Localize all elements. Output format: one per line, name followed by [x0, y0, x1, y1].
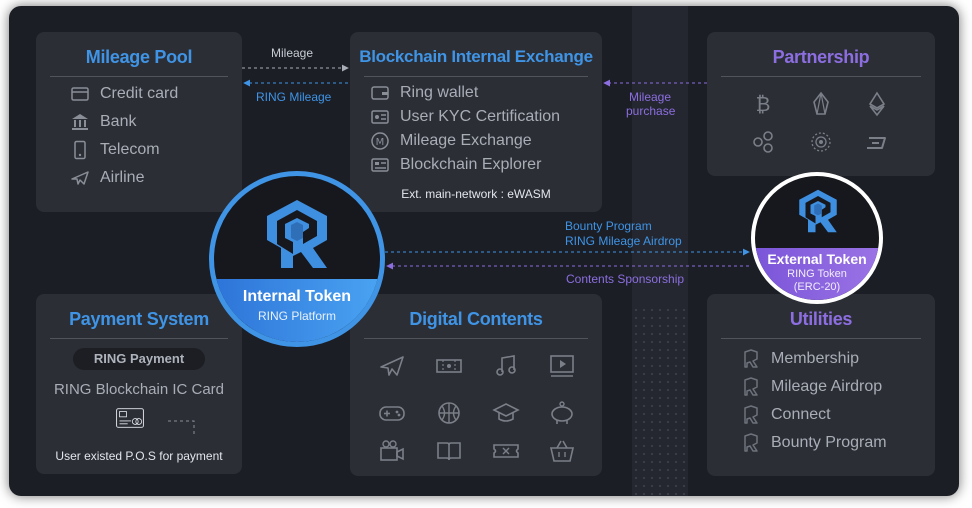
list-item-ring-wallet: Ring wallet	[370, 83, 478, 103]
diagram-frame: Mileage Pool Credit card Bank Telecom Ai…	[9, 6, 959, 496]
graduation-icon	[492, 399, 520, 427]
id-card-icon	[371, 110, 389, 124]
divider	[721, 76, 921, 77]
internal-token-title: Internal Token	[242, 288, 352, 305]
external-token-line2: (ERC-20)	[793, 281, 841, 293]
pos-connector	[168, 420, 195, 437]
basketball-icon	[435, 399, 463, 427]
payment-panel: Payment System RING Payment RING Blockch…	[36, 294, 242, 474]
list-item-connect: Connect	[741, 405, 831, 425]
ring-logo-icon	[744, 377, 758, 396]
list-item-mileage-exchange: M Mileage Exchange	[370, 131, 532, 151]
video-icon	[548, 352, 576, 380]
divider	[364, 338, 588, 339]
gamepad-icon	[378, 399, 406, 427]
divider	[364, 76, 588, 77]
pos-label: User existed P.O.S for payment	[55, 449, 223, 463]
bitcoin-icon: ₿	[749, 90, 777, 118]
divider	[50, 76, 228, 77]
flow-arrows	[242, 64, 750, 270]
list-item-membership: Membership	[741, 349, 859, 369]
list-item-kyc: User KYC Certification	[370, 107, 560, 127]
divider	[50, 338, 228, 339]
coupon-icon	[492, 437, 520, 465]
list-item-explorer: Blockchain Explorer	[370, 155, 541, 175]
divider	[721, 338, 921, 339]
ring-logo-icon	[799, 189, 837, 233]
mileage-purchase-label-1: Mileage	[629, 90, 672, 104]
music-icon	[492, 352, 520, 380]
cardano-icon	[807, 128, 835, 156]
partnership-panel: Partnership ₿	[707, 32, 935, 176]
airdrop-label: RING Mileage Airdrop	[565, 234, 682, 248]
ring-logo-icon	[267, 200, 327, 268]
internal-token-circle: Internal Token RING Platform	[209, 171, 385, 347]
background-dots	[632, 306, 688, 496]
wallet-icon	[371, 86, 389, 100]
exchange-note: Ext. main-network : eWASM	[401, 187, 551, 201]
explorer-icon	[371, 158, 389, 172]
ic-card-label: RING Blockchain IC Card	[53, 381, 225, 398]
coin-icon: M	[371, 132, 389, 150]
ic-card-icon	[116, 404, 164, 438]
svg-text:M: M	[376, 137, 385, 148]
ring-logo-icon	[744, 405, 758, 424]
ring-logo-icon	[744, 433, 758, 452]
exchange-panel: Blockchain Internal Exchange Ring wallet…	[350, 32, 602, 212]
camera-icon	[378, 437, 406, 465]
book-icon	[435, 437, 463, 465]
ethereum-icon	[863, 90, 891, 118]
sponsorship-label: Contents Sponsorship	[566, 272, 685, 286]
eos-icon	[807, 90, 835, 118]
list-item-mileage-airdrop: Mileage Airdrop	[741, 377, 882, 397]
mileage-label: Mileage	[271, 46, 314, 60]
ripple-icon	[749, 128, 777, 156]
bank-icon	[72, 114, 88, 130]
list-item-telecom: Telecom	[70, 140, 160, 160]
list-item-airline: Airline	[70, 168, 144, 188]
svg-text:₿: ₿	[756, 92, 771, 116]
ticket-icon	[435, 352, 463, 380]
external-token-band	[755, 248, 879, 300]
mileage-purchase-label-2: purchase	[626, 104, 676, 118]
mileage-pool-panel: Mileage Pool Credit card Bank Telecom Ai…	[36, 32, 242, 212]
piggybank-icon	[548, 399, 576, 427]
airplane-icon	[71, 171, 89, 185]
external-token-title: External Token	[767, 251, 867, 267]
external-token-line1: RING Token	[787, 268, 847, 280]
payment-title: Payment System	[69, 309, 209, 329]
credit-card-icon	[71, 87, 89, 101]
dash-icon	[863, 128, 891, 156]
ring-mileage-label: RING Mileage	[256, 90, 332, 104]
utilities-panel: Utilities Membership Mileage Airdrop Con…	[707, 294, 935, 476]
external-token-circle: External Token RING Token (ERC-20)	[751, 172, 883, 304]
digital-contents-title: Digital Contents	[409, 309, 543, 329]
ring-logo-icon	[744, 349, 758, 368]
ring-payment-pill: RING Payment	[73, 348, 205, 370]
bounty-label: Bounty Program	[565, 219, 652, 233]
phone-icon	[74, 140, 86, 160]
basket-icon	[548, 437, 576, 465]
utilities-title: Utilities	[789, 309, 853, 329]
internal-token-subtitle: RING Platform	[257, 309, 336, 323]
internal-token-band	[214, 279, 380, 342]
airplane-icon	[378, 352, 406, 380]
mileage-pool-title: Mileage Pool	[85, 47, 193, 67]
digital-contents-panel: Digital Contents	[350, 294, 602, 476]
list-item-bounty-program: Bounty Program	[741, 433, 887, 453]
list-item-bank: Bank	[70, 112, 136, 132]
exchange-title: Blockchain Internal Exchange	[359, 47, 593, 66]
list-item-credit-card: Credit card	[70, 84, 178, 104]
partnership-title: Partnership	[772, 47, 870, 67]
